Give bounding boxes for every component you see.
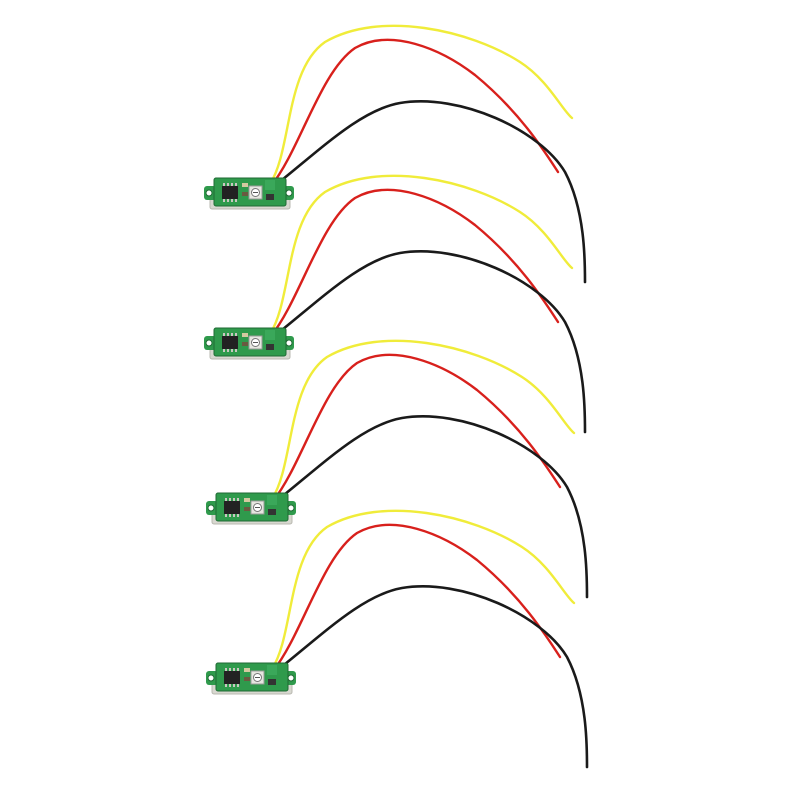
ic-pin <box>229 684 231 687</box>
ic-chip <box>222 336 238 349</box>
ic-pin <box>225 684 227 687</box>
ic-pin <box>227 199 229 202</box>
ic-pin <box>225 514 227 517</box>
mounting-hole <box>205 189 213 197</box>
ic-pin <box>235 349 237 352</box>
black-wire <box>272 585 589 769</box>
ic-pin <box>237 668 239 671</box>
smd-component <box>268 509 276 515</box>
ic-pin <box>233 498 235 501</box>
ic-pin <box>229 668 231 671</box>
smd-component <box>242 333 248 337</box>
mounting-hole <box>207 674 215 682</box>
yellow-wire <box>270 339 576 501</box>
smd-component <box>242 342 248 346</box>
ic-pin <box>225 668 227 671</box>
wire-pad <box>267 495 277 505</box>
smd-component <box>244 668 250 672</box>
black-wire <box>272 415 589 599</box>
voltmeter-module <box>206 509 589 769</box>
yellow-wire <box>268 24 574 186</box>
ic-pin <box>231 349 233 352</box>
ic-pin <box>227 183 229 186</box>
ic-pin <box>231 333 233 336</box>
voltmeter-module <box>204 174 587 434</box>
mounting-hole <box>287 674 295 682</box>
ic-pin <box>229 514 231 517</box>
ic-pin <box>235 183 237 186</box>
ic-pin <box>223 349 225 352</box>
ic-chip <box>224 671 240 684</box>
ic-pin <box>231 199 233 202</box>
mounting-hole <box>207 504 215 512</box>
mounting-hole <box>205 339 213 347</box>
ic-pin <box>223 183 225 186</box>
mounting-hole <box>285 339 293 347</box>
smd-component <box>266 194 274 200</box>
black-wire <box>270 250 587 434</box>
yellow-wire <box>270 509 576 671</box>
ic-pin <box>227 349 229 352</box>
ic-pin <box>235 199 237 202</box>
ic-pin <box>237 498 239 501</box>
ic-pin <box>237 684 239 687</box>
smd-component <box>244 507 250 511</box>
smd-component <box>242 192 248 196</box>
ic-pin <box>235 333 237 336</box>
red-wire <box>269 38 560 188</box>
ic-pin <box>223 333 225 336</box>
wire-pad <box>265 180 275 190</box>
black-wire <box>270 100 587 284</box>
voltmeter-module <box>204 24 587 284</box>
red-wire <box>269 188 560 338</box>
voltmeter-module <box>206 339 589 599</box>
mounting-hole <box>285 189 293 197</box>
ic-pin <box>225 498 227 501</box>
ic-pin <box>227 333 229 336</box>
smd-component <box>266 344 274 350</box>
ic-pin <box>229 498 231 501</box>
ic-pin <box>237 514 239 517</box>
ic-chip <box>224 501 240 514</box>
wire-pad <box>265 330 275 340</box>
ic-pin <box>233 514 235 517</box>
yellow-wire <box>268 174 574 336</box>
ic-pin <box>231 183 233 186</box>
smd-component <box>268 679 276 685</box>
mounting-hole <box>287 504 295 512</box>
smd-component <box>244 677 250 681</box>
ic-pin <box>223 199 225 202</box>
ic-chip <box>222 186 238 199</box>
red-wire <box>271 523 562 673</box>
ic-pin <box>233 684 235 687</box>
smd-component <box>242 183 248 187</box>
wire-pad <box>267 665 277 675</box>
red-wire <box>271 353 562 503</box>
ic-pin <box>233 668 235 671</box>
smd-component <box>244 498 250 502</box>
